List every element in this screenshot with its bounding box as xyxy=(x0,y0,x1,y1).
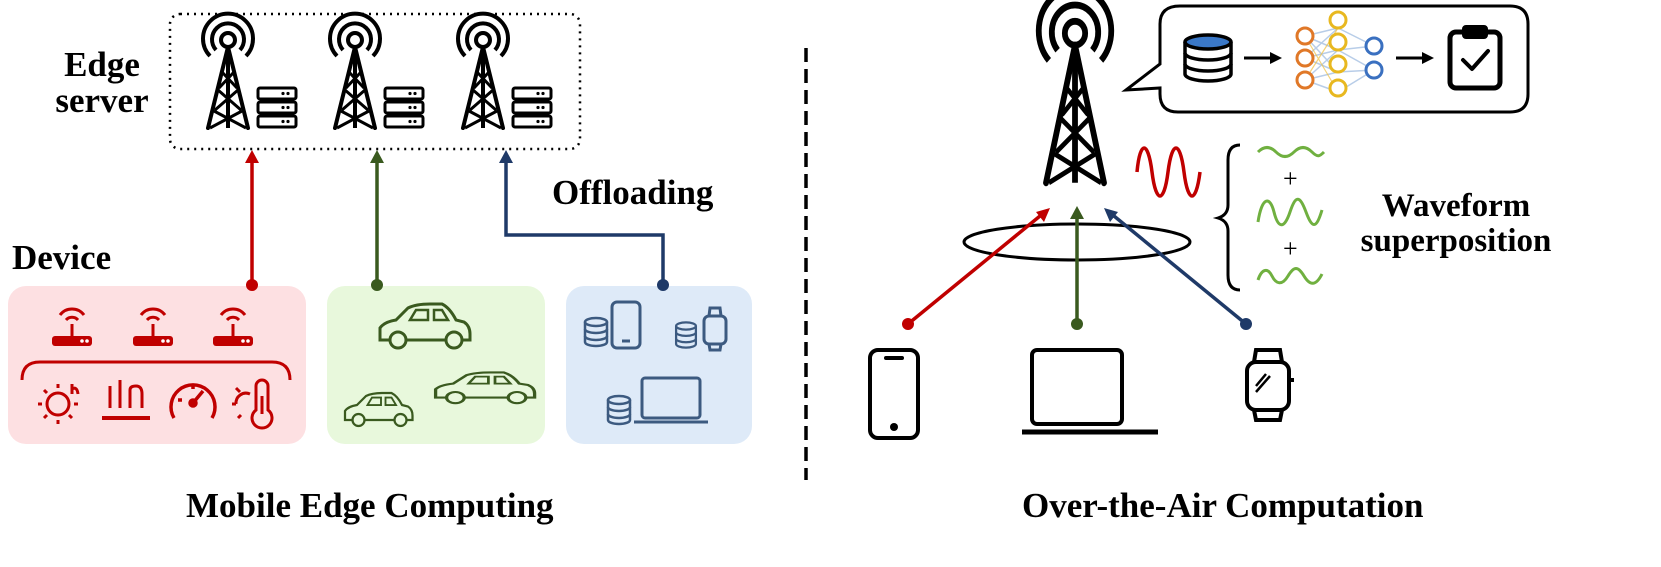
server-rack-icon xyxy=(511,86,553,129)
tower-icon xyxy=(456,11,510,130)
offloading-label: Offloading xyxy=(552,173,714,212)
waveform-brace xyxy=(1212,143,1241,292)
smartwatch-icon xyxy=(1245,348,1294,422)
smartphone-icon xyxy=(868,348,920,440)
tower-icon xyxy=(328,11,382,130)
waveform-superposition-label: Waveform superposition xyxy=(1350,188,1562,260)
edge-server-label: Edge server xyxy=(52,45,152,121)
offloading-arrow xyxy=(499,150,669,291)
sensor-brace xyxy=(20,360,292,381)
server-rack-icon xyxy=(383,86,425,129)
bubble-arrow-1 xyxy=(1244,52,1282,64)
neural-network-icon xyxy=(1295,10,1384,98)
edge-server-label-line1: Edge xyxy=(64,45,140,84)
mobile-device-box xyxy=(566,286,752,444)
smartwatch-icon xyxy=(702,306,728,352)
tower-icon xyxy=(201,11,255,130)
tower-icon xyxy=(1039,0,1112,183)
green-uplink-arrow xyxy=(370,150,384,291)
waveform-label-line2: superposition xyxy=(1360,223,1552,259)
watch-uplink-arrow xyxy=(1104,208,1252,330)
sun-sensor-icon xyxy=(38,384,80,424)
bubble-arrow-2 xyxy=(1396,52,1434,64)
superposed-waveform xyxy=(1135,146,1202,198)
plus-sign-2: + xyxy=(1283,234,1298,263)
device-label: Device xyxy=(12,238,112,277)
server-rack-icon xyxy=(256,86,298,129)
waveform-label-line1: Waveform xyxy=(1381,188,1531,224)
component-waveform-2 xyxy=(1256,197,1324,227)
thermometer-icon xyxy=(232,378,274,430)
phone-uplink-arrow xyxy=(902,208,1050,330)
laptop-uplink-arrow xyxy=(1070,206,1084,330)
component-waveform-1 xyxy=(1256,146,1326,158)
edge-server-label-line2: server xyxy=(55,81,149,120)
component-waveform-3 xyxy=(1256,267,1324,285)
mec-caption: Mobile Edge Computing xyxy=(186,486,554,525)
edge-server-box xyxy=(168,12,582,151)
database-icon xyxy=(1183,33,1233,83)
red-uplink-arrow xyxy=(245,150,259,291)
laptop-icon xyxy=(1022,348,1158,435)
aircomp-caption: Over-the-Air Computation xyxy=(1022,486,1424,525)
smartphone-icon xyxy=(610,300,642,350)
laptop-icon xyxy=(634,376,708,424)
plus-sign-1: + xyxy=(1283,164,1298,193)
clipboard-check-icon xyxy=(1447,25,1503,91)
gauge-icon xyxy=(169,383,217,419)
humidity-sensor-icon xyxy=(102,380,150,420)
